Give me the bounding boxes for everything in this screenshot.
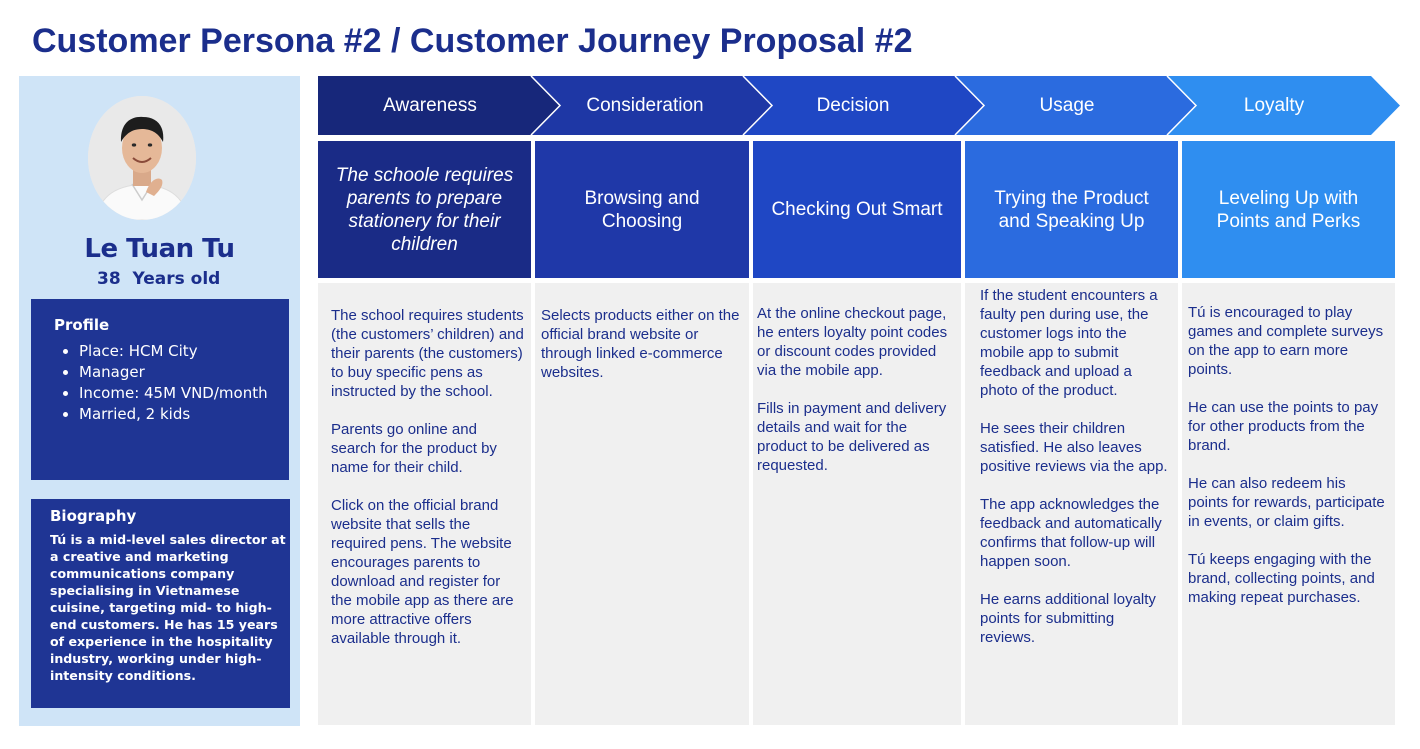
detail-paragraph: The app acknowledges the feedback and au… [980,496,1162,570]
profile-box: Profile Place: HCM City Manager Income: … [31,299,289,480]
stage-title-loyalty: Leveling Up with Points and Perks [1182,141,1395,278]
stage-label-decision: Decision [816,95,890,116]
stage-details-loyalty: Tú is encouraged to play games and compl… [1182,283,1395,725]
detail-paragraph: If the student encounters a faulty pen d… [980,287,1158,399]
detail-paragraph: He sees their children satisfied. He als… [980,420,1168,475]
profile-heading: Profile [54,316,110,334]
stage-title-awareness: The schoole requires parents to prepare … [318,141,531,278]
stage-title-decision: Checking Out Smart [753,141,961,278]
detail-paragraph: Parents go online and search for the pro… [331,421,497,476]
profile-item: Place: HCM City [79,341,268,362]
detail-paragraph: He can use the points to pay for other p… [1188,399,1379,454]
detail-paragraph: Click on the official brand website that… [331,497,514,647]
arrow-usage [955,76,1196,135]
profile-list: Place: HCM City Manager Income: 45M VND/… [52,341,268,425]
person-photo-icon [88,96,196,220]
arrow-loyalty [1167,76,1400,135]
stage-details-consideration: Selects products either on the official … [535,283,749,725]
stage-title-consideration: Browsing and Choosing [535,141,749,278]
detail-paragraph: Tú keeps engaging with the brand, collec… [1188,551,1375,606]
detail-paragraph: The school requires students (the custom… [331,307,524,400]
stage-label-loyalty: Loyalty [1243,95,1305,116]
stage-label-awareness: Awareness [383,95,477,116]
persona-panel: Le Tuan Tu 38 Years old Profile Place: H… [19,76,300,726]
detail-paragraph: At the online checkout page, he enters l… [757,305,948,379]
stage-details-awareness: The school requires students (the custom… [318,283,531,725]
profile-item: Married, 2 kids [79,404,268,425]
stage-label-usage: Usage [1039,95,1095,116]
arrow-decision [743,76,984,135]
stage-title-usage: Trying the Product and Speaking Up [965,141,1178,278]
arrow-consideration [531,76,772,135]
persona-age: 38 Years old [97,269,221,289]
detail-paragraph: He can also redeem his points for reward… [1188,475,1385,530]
biography-text: Tú is a mid-level sales director at a cr… [50,532,286,683]
biography-heading: Biography [50,507,137,525]
detail-paragraph: Fills in payment and delivery details an… [757,400,947,474]
detail-paragraph: Tú is encouraged to play games and compl… [1188,304,1384,378]
detail-paragraph: Selects products either on the official … [541,307,740,381]
persona-name: Le Tuan Tu [84,234,235,264]
page-title: Customer Persona #2 / Customer Journey P… [32,22,913,60]
arrow-awareness [318,76,560,135]
avatar [88,96,196,220]
biography-box: Biography Tú is a mid-level sales direct… [31,499,290,708]
stage-details-usage: If the student encounters a faulty pen d… [965,283,1178,725]
detail-paragraph: He earns additional loyalty points for s… [980,591,1156,646]
stage-label-consideration: Consideration [586,95,704,116]
profile-item: Manager [79,362,268,383]
stage-details-decision: At the online checkout page, he enters l… [753,283,961,725]
journey-arrow-bar [318,76,1400,136]
profile-item: Income: 45M VND/month [79,383,268,404]
